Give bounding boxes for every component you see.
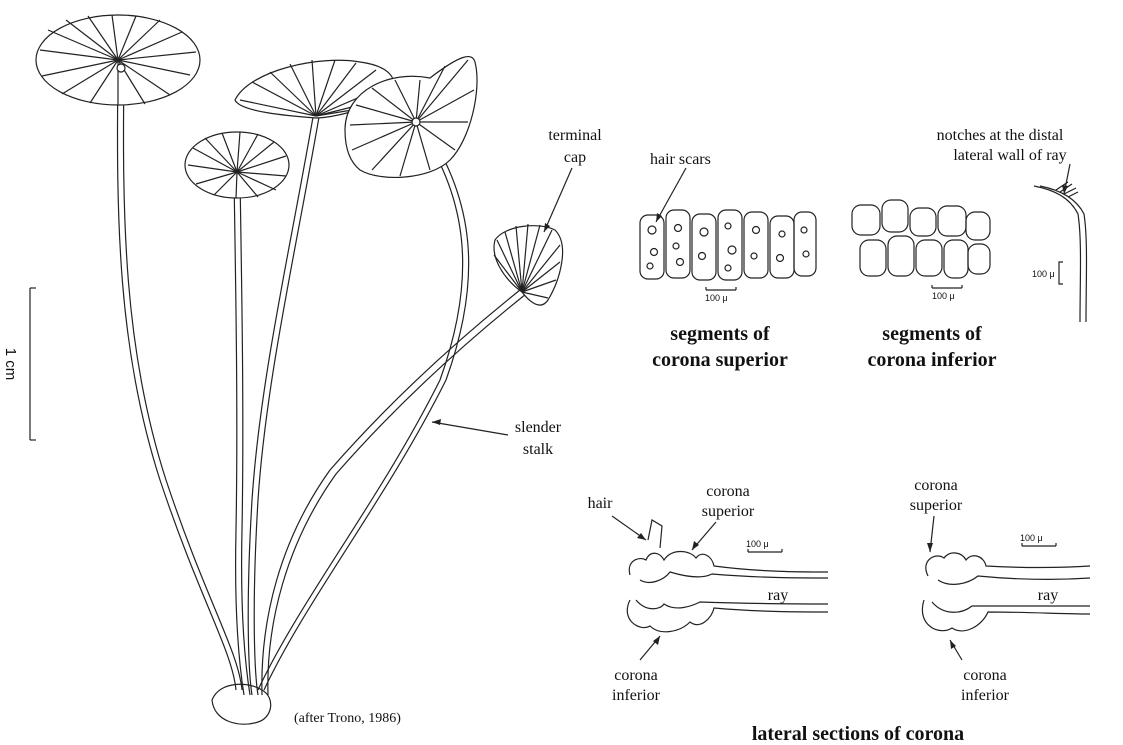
main-scale-bar: 1 cm bbox=[2, 288, 36, 440]
svg-text:inferior: inferior bbox=[612, 687, 661, 704]
cap-small-left bbox=[185, 132, 289, 198]
svg-text:superior: superior bbox=[910, 497, 963, 514]
svg-text:inferior: inferior bbox=[961, 687, 1010, 704]
svg-text:corona: corona bbox=[914, 477, 958, 494]
seg-inf-title-1: segments of bbox=[882, 323, 982, 345]
main-scale-label: 1 cm bbox=[2, 348, 19, 381]
svg-text:corona: corona bbox=[963, 667, 1007, 684]
cap-terminal bbox=[494, 224, 563, 305]
svg-text:ray: ray bbox=[768, 587, 788, 604]
seg-sup-title-1: segments of bbox=[670, 323, 770, 345]
slender-stalk-label: slender stalk bbox=[432, 419, 562, 458]
seg-inf-title-2: corona inferior bbox=[867, 349, 996, 371]
svg-text:lateral wall of ray: lateral wall of ray bbox=[953, 147, 1066, 164]
stalks bbox=[117, 70, 526, 695]
svg-text:corona: corona bbox=[706, 483, 750, 500]
svg-text:hair: hair bbox=[588, 495, 614, 512]
lateral-section-left: hair corona superior 100 μ ray corona in… bbox=[588, 483, 828, 704]
lateral-sections-title: lateral sections of corona bbox=[752, 723, 964, 745]
svg-text:terminal: terminal bbox=[548, 127, 602, 144]
svg-text:notches at the distal: notches at the distal bbox=[937, 127, 1064, 144]
lateral-section-right: corona superior 100 μ ray corona inferio… bbox=[910, 477, 1090, 704]
svg-text:slender: slender bbox=[515, 419, 562, 436]
svg-text:superior: superior bbox=[702, 503, 755, 520]
svg-text:100 μ: 100 μ bbox=[705, 293, 728, 303]
segments-corona-superior: hair scars 100 μ segments of corona supe… bbox=[640, 151, 816, 371]
svg-text:100 μ: 100 μ bbox=[1032, 269, 1055, 279]
svg-text:ray: ray bbox=[1038, 587, 1058, 604]
svg-text:stalk: stalk bbox=[523, 441, 553, 458]
svg-text:hair scars: hair scars bbox=[650, 151, 711, 168]
segments-corona-inferior: 100 μ segments of corona inferior bbox=[852, 200, 997, 371]
plant-illustration bbox=[36, 15, 563, 724]
svg-text:100 μ: 100 μ bbox=[746, 539, 769, 549]
notches-detail: notches at the distal lateral wall of ra… bbox=[937, 127, 1087, 322]
seg-sup-title-2: corona superior bbox=[652, 349, 788, 371]
cap-top-left bbox=[36, 15, 200, 105]
svg-text:cap: cap bbox=[564, 149, 586, 166]
svg-text:100 μ: 100 μ bbox=[932, 291, 955, 301]
svg-text:corona: corona bbox=[614, 667, 658, 684]
svg-text:100 μ: 100 μ bbox=[1020, 533, 1043, 543]
credit-text: (after Trono, 1986) bbox=[294, 711, 401, 726]
terminal-cap-label: terminal cap bbox=[544, 127, 602, 232]
